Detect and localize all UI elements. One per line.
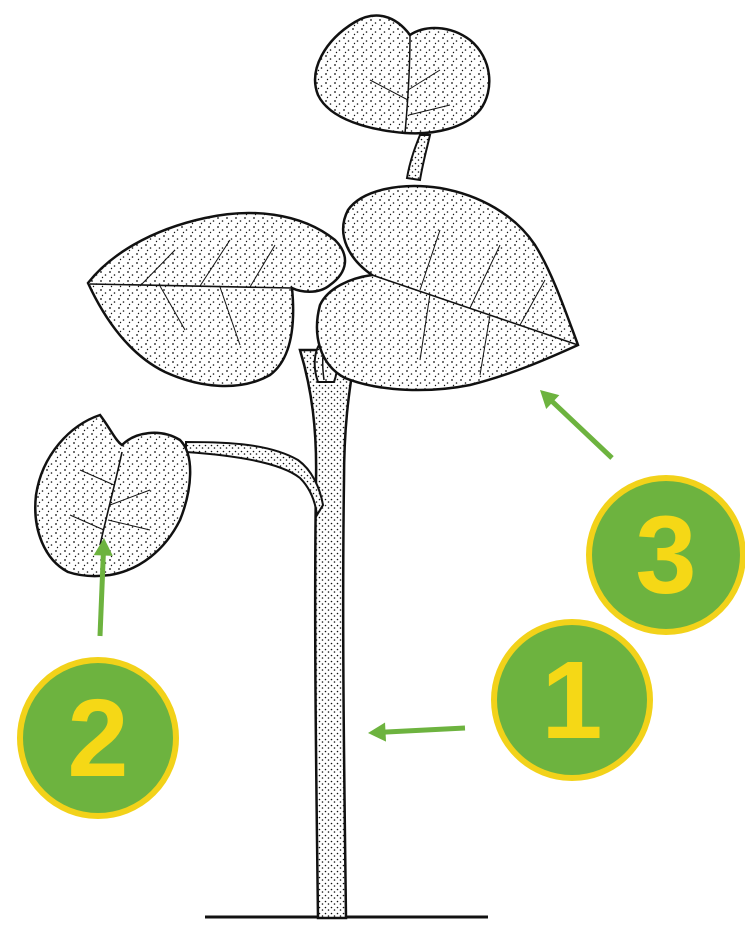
callout-number-2: 2: [67, 677, 128, 800]
callout-arrow-2: [100, 554, 103, 636]
petiole-top-leaf: [407, 135, 430, 180]
callout-arrow-3: [552, 401, 612, 458]
callout-number-3: 3: [635, 494, 696, 617]
callout-arrowhead-1: [368, 723, 386, 742]
callout-badge-3: 3: [589, 478, 743, 632]
cotyledon: [35, 415, 190, 576]
true-leaf-top: [315, 16, 489, 134]
main-stem: [300, 350, 356, 918]
cotyledon-petiole: [186, 442, 323, 515]
callout-badge-2: 2: [20, 660, 176, 816]
true-leaf-right: [317, 186, 578, 390]
callout-arrow-1: [384, 728, 465, 732]
callout-number-1: 1: [541, 639, 602, 762]
callout-badge-1: 1: [494, 622, 650, 778]
